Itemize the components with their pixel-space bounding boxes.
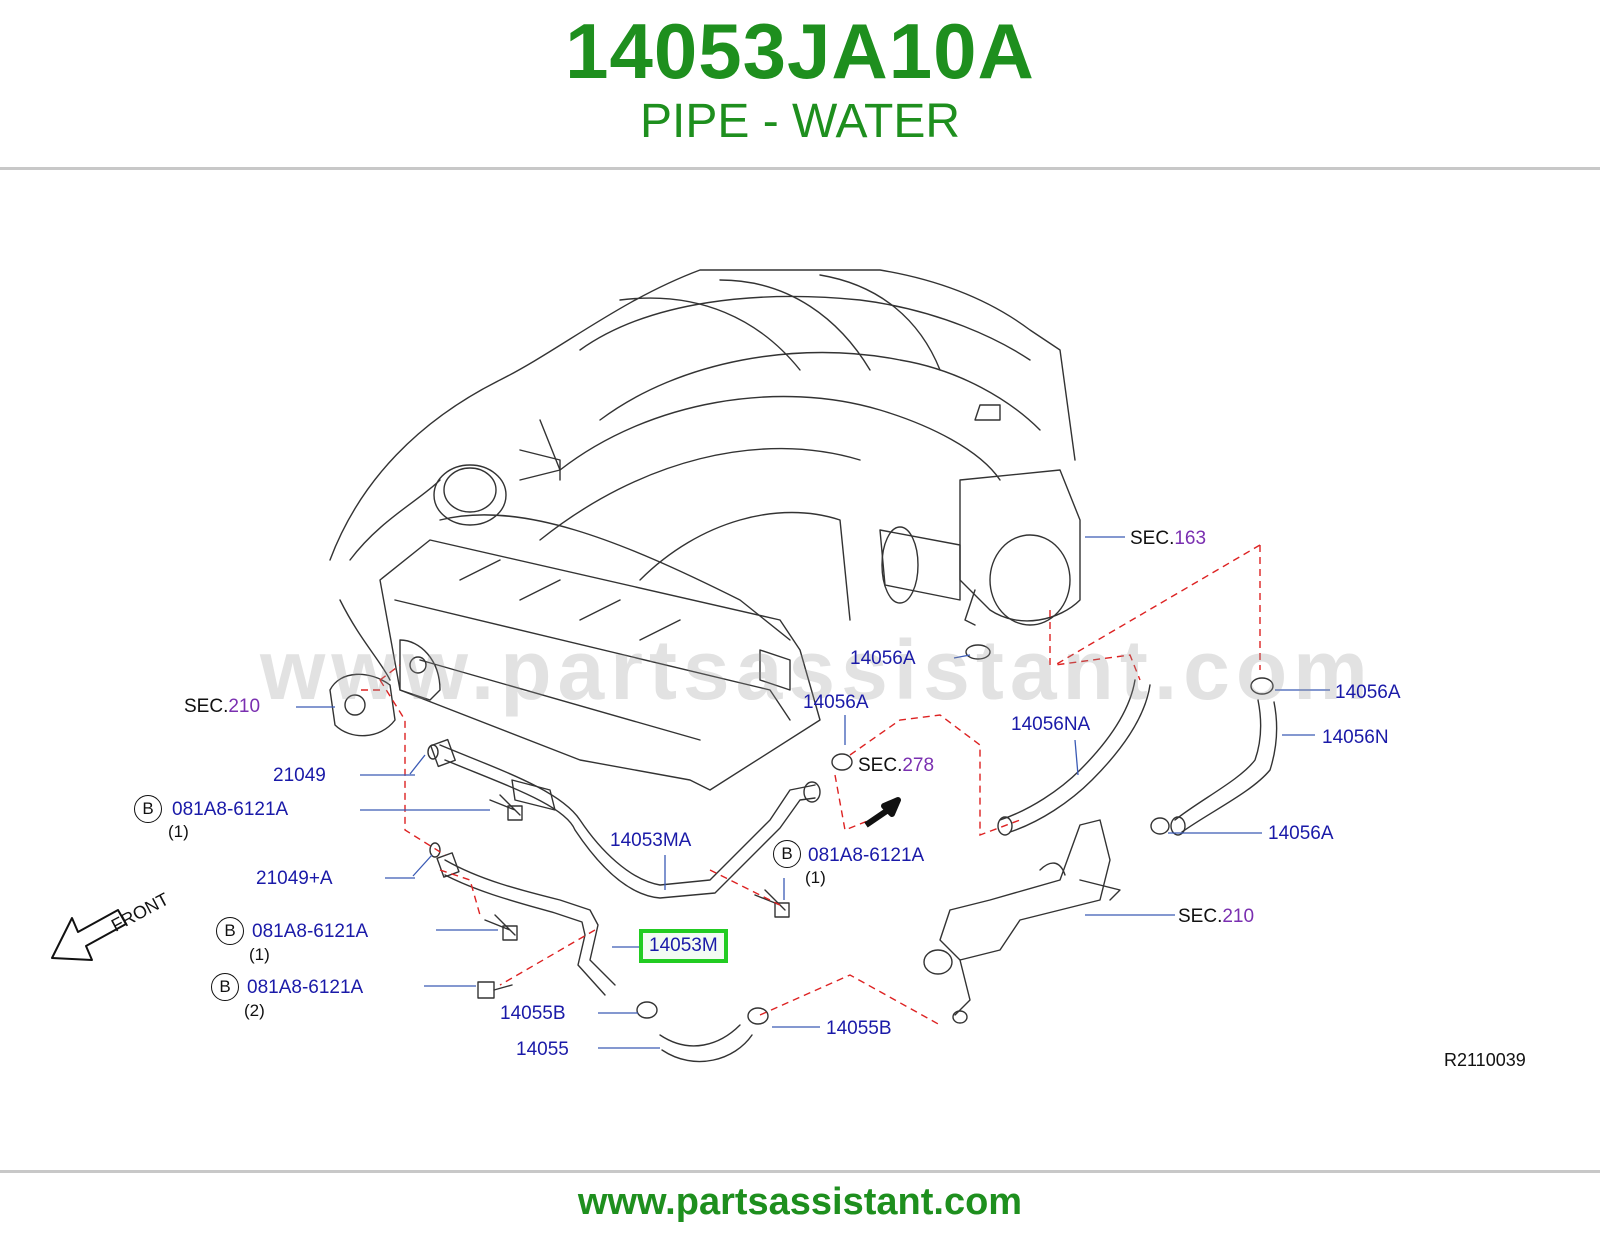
footer-divider [0,1170,1600,1173]
bolt-quantity: (2) [244,1001,265,1020]
diagram-reference-code: R2110039 [1444,1050,1526,1070]
part-label-bolt[interactable]: 081A8-6121A [808,845,925,866]
part-label-bolt[interactable]: 081A8-6121A [252,921,369,942]
section-ref-278: SEC.278 [858,755,935,776]
part-label-14056n[interactable]: 14056N [1322,727,1389,748]
bolt-circle-b: B [134,795,162,823]
part-name: PIPE - WATER [639,95,960,148]
part-label-14056a[interactable]: 14056A [803,692,869,713]
footer-website-link[interactable]: www.partsassistant.com [577,1181,1023,1223]
front-arrow-icon [51,909,127,961]
bolt-quantity: (1) [168,822,189,841]
part-label-14055[interactable]: 14055 [516,1039,569,1060]
bolt-circle-b: B [211,973,239,1001]
bolt-circle-b: B [216,917,244,945]
bolt-circle-b: B [773,840,801,868]
bolt-quantity: (1) [805,868,826,887]
part-label-14056na[interactable]: 14056NA [1011,714,1091,735]
part-label-14056a[interactable]: 14056A [850,648,916,669]
part-label-14055b[interactable]: 14055B [826,1018,892,1039]
part-label-bolt[interactable]: 081A8-6121A [172,799,289,820]
arrow-icon [864,797,901,828]
section-ref-163: SEC.163 [1130,528,1207,549]
part-label-21049[interactable]: 21049 [273,765,326,786]
part-label-14056a[interactable]: 14056A [1268,823,1334,844]
watermark: www.partsassistant.com [260,623,1374,717]
part-label-14055b[interactable]: 14055B [500,1003,566,1024]
part-label-21049-a[interactable]: 21049+A [256,868,333,889]
part-number: 14053JA10A [565,7,1035,95]
section-ref-210-left: SEC.210 [184,696,261,717]
header-divider [0,167,1600,170]
section-ref-210-right: SEC.210 [1178,906,1255,927]
part-label-14053ma[interactable]: 14053MA [610,830,692,851]
header: 14053JA10A PIPE - WATER [0,0,1600,168]
part-label-bolt[interactable]: 081A8-6121A [247,977,364,998]
part-label-14056a[interactable]: 14056A [1335,682,1401,703]
bolt-quantity: (1) [249,945,270,964]
highlighted-part-14053m[interactable]: 14053M [639,929,728,963]
